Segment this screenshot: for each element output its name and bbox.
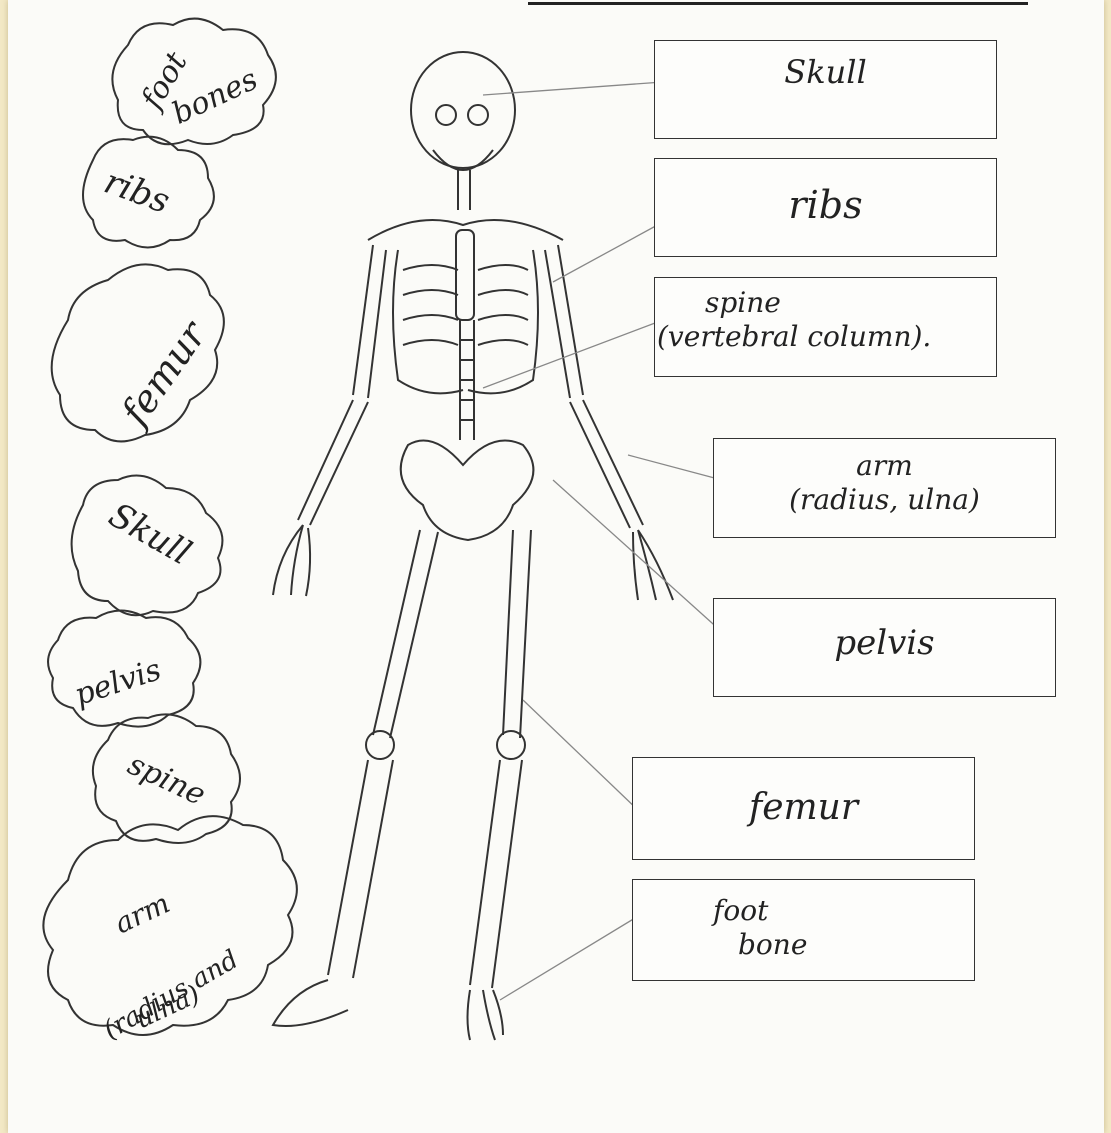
right-lower-leg (470, 760, 522, 988)
label-ribs-text: ribs (655, 183, 996, 229)
cloud-label-skull: Skull (102, 495, 198, 573)
spine-column (460, 320, 474, 440)
skeleton-illustration (273, 52, 673, 1040)
cloud-label-pelvis: pelvis (70, 652, 165, 713)
label-box-arm: arm (radius, ulna) (713, 438, 1056, 538)
label-box-spine: spine (vertebral column). (654, 277, 997, 377)
label-spine-text-1: spine (655, 286, 996, 320)
right-forearm (570, 400, 643, 528)
right-hand (633, 530, 673, 600)
rib-lines (403, 265, 528, 345)
right-foot (468, 990, 504, 1040)
cloud-label-spine: spine (122, 747, 210, 813)
pelvis-shape (401, 441, 534, 541)
label-foot-bone-text-2: bone (633, 928, 974, 962)
sternum (456, 230, 474, 320)
left-lower-leg (328, 760, 393, 978)
cloud-label-arm-1: arm (110, 886, 175, 940)
label-spine-text-2: (vertebral column). (655, 320, 1057, 354)
left-foot (273, 980, 348, 1026)
left-knee (366, 731, 394, 759)
eye-socket-right (468, 105, 488, 125)
label-femur-text: femur (633, 786, 974, 829)
cloud-label-femur: femur (111, 311, 216, 435)
left-femur (373, 530, 438, 738)
eye-socket-left (436, 105, 456, 125)
neck (458, 170, 470, 210)
worksheet-page: foot bones ribs femur Skull pelvis spine… (8, 0, 1104, 1133)
right-knee (497, 731, 525, 759)
label-arm-text-2: (radius, ulna) (714, 483, 1055, 517)
label-box-ribs: ribs (654, 158, 997, 257)
left-humerus (353, 245, 386, 398)
label-arm-text-1: arm (714, 449, 1055, 483)
left-forearm (298, 400, 368, 525)
label-pelvis-text: pelvis (714, 623, 1055, 664)
right-humerus (545, 245, 583, 398)
left-hand (273, 525, 310, 596)
label-box-skull: Skull (654, 40, 997, 139)
cloud-label-ribs: ribs (99, 162, 175, 222)
right-femur (503, 530, 531, 738)
skull-shape (411, 52, 515, 168)
label-box-femur: femur (632, 757, 975, 860)
label-box-pelvis: pelvis (713, 598, 1056, 697)
label-foot-bone-text-1: foot (633, 894, 974, 928)
label-box-foot-bone: foot bone (632, 879, 975, 981)
ribcage (393, 250, 538, 393)
label-skull-text: Skull (655, 53, 996, 91)
